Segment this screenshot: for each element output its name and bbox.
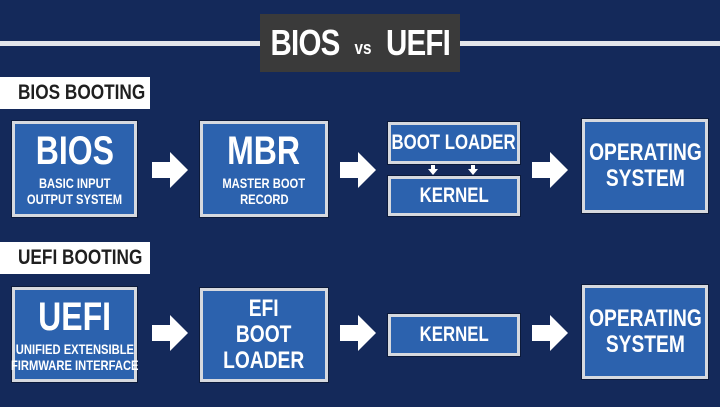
- title-vs: vs: [354, 37, 372, 58]
- header-line-left: [0, 41, 260, 46]
- bios-kernel-text: KERNEL: [419, 184, 489, 207]
- mbr-box-sub1: MASTER BOOT: [222, 175, 306, 191]
- bios-kernel-box: KERNEL: [388, 176, 520, 216]
- boot-loader-box: BOOT LOADER: [388, 122, 520, 164]
- uefi-kernel-box: KERNEL: [388, 314, 520, 356]
- title-uefi: UEFI: [386, 22, 451, 63]
- uefi-os-line2: SYSTEM: [605, 331, 685, 358]
- title-bios: BIOS: [270, 22, 341, 63]
- down-arrow-icon: [428, 165, 438, 175]
- uefi-kernel-text: KERNEL: [419, 323, 489, 346]
- right-arrow-icon: [152, 152, 188, 188]
- uefi-box-sub1: UNIFIED EXTENSIBLE: [15, 340, 134, 357]
- header-line-right: [460, 41, 720, 46]
- uefi-booting-label: UEFI BOOTING: [0, 242, 150, 274]
- uefi-os-line1: OPERATING: [588, 305, 702, 332]
- bios-box-title: BIOS: [35, 129, 114, 173]
- boot-loader-text: BOOT LOADER: [391, 131, 517, 154]
- uefi-os-box: OPERATING SYSTEM: [582, 285, 708, 379]
- efi-line1: EFI: [249, 295, 279, 322]
- bios-box-sub1: BASIC INPUT: [38, 175, 111, 191]
- page-title: BIOS vs UEFI: [260, 14, 460, 72]
- bios-box-sub2: OUTPUT SYSTEM: [26, 191, 123, 207]
- efi-line2: BOOT: [236, 321, 292, 348]
- right-arrow-icon: [340, 152, 376, 188]
- down-arrow-icon: [468, 165, 478, 175]
- right-arrow-icon: [532, 315, 568, 351]
- uefi-box: UEFI UNIFIED EXTENSIBLE FIRMWARE INTERFA…: [10, 287, 139, 382]
- right-arrow-icon: [152, 315, 188, 351]
- mbr-box: MBR MASTER BOOT RECORD: [200, 121, 328, 217]
- mbr-box-title: MBR: [227, 129, 301, 173]
- efi-line3: LOADER: [223, 347, 305, 374]
- bios-booting-label: BIOS BOOTING: [0, 77, 150, 109]
- uefi-box-sub2: FIRMWARE INTERFACE: [10, 356, 139, 373]
- bios-os-line2: SYSTEM: [605, 165, 685, 192]
- bios-os-line1: OPERATING: [588, 139, 702, 166]
- uefi-box-title: UEFI: [38, 294, 111, 339]
- right-arrow-icon: [340, 315, 376, 351]
- mbr-box-sub2: RECORD: [239, 191, 289, 207]
- right-arrow-icon: [532, 152, 568, 188]
- efi-boot-loader-box: EFI BOOT LOADER: [200, 288, 328, 382]
- bios-box: BIOS BASIC INPUT OUTPUT SYSTEM: [12, 121, 137, 217]
- uefi-booting-label-text: UEFI BOOTING: [18, 246, 143, 269]
- bios-os-box: OPERATING SYSTEM: [582, 119, 708, 213]
- bios-booting-label-text: BIOS BOOTING: [18, 81, 146, 104]
